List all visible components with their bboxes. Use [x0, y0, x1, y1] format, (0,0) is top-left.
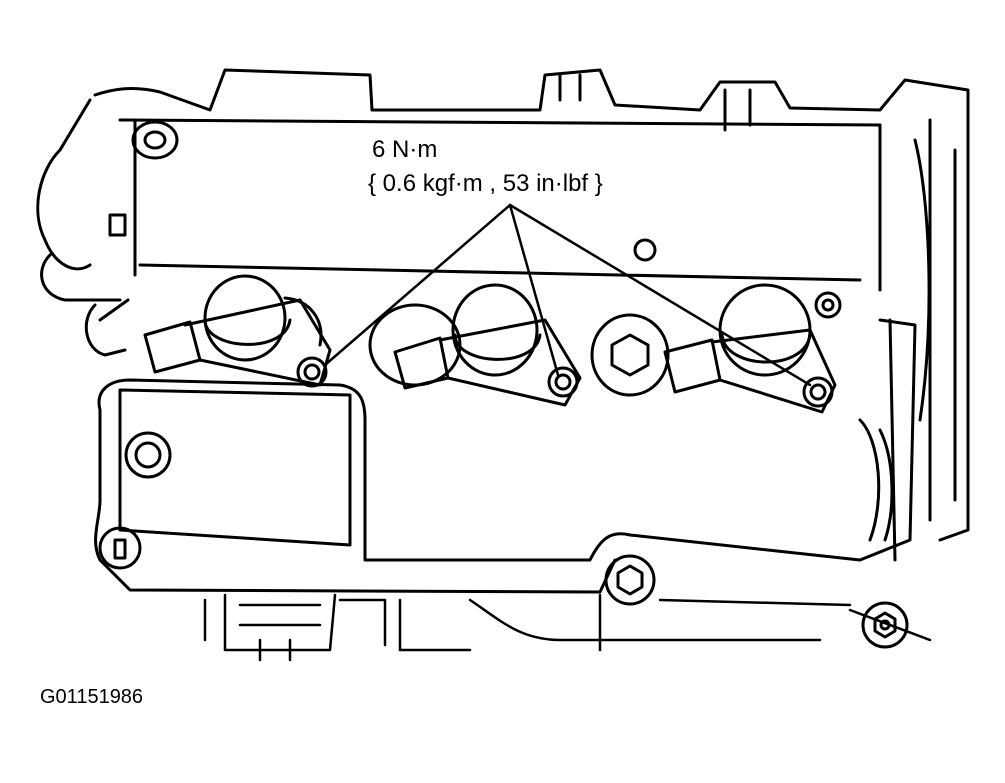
cover-bolt-right-upper [814, 291, 842, 319]
left-hose-fitting [84, 120, 179, 357]
torque-value-nm: 6 N·m [372, 136, 438, 163]
torque-leader-lines [323, 203, 812, 387]
valve-cover-lower [94, 318, 917, 594]
torque-value-alternate-units: { 0.6 kgf·m , 53 in·lbf } [368, 170, 603, 197]
lower-engine-details [203, 593, 932, 662]
cover-plug-hole [633, 238, 657, 262]
lower-bolts [98, 526, 909, 649]
ignition-coil-2 [368, 283, 582, 407]
engine-background-outline [36, 68, 970, 542]
figure-id: G01151986 [40, 686, 144, 708]
ignition-coil-1 [143, 274, 332, 388]
spark-plug-hole [590, 313, 670, 397]
